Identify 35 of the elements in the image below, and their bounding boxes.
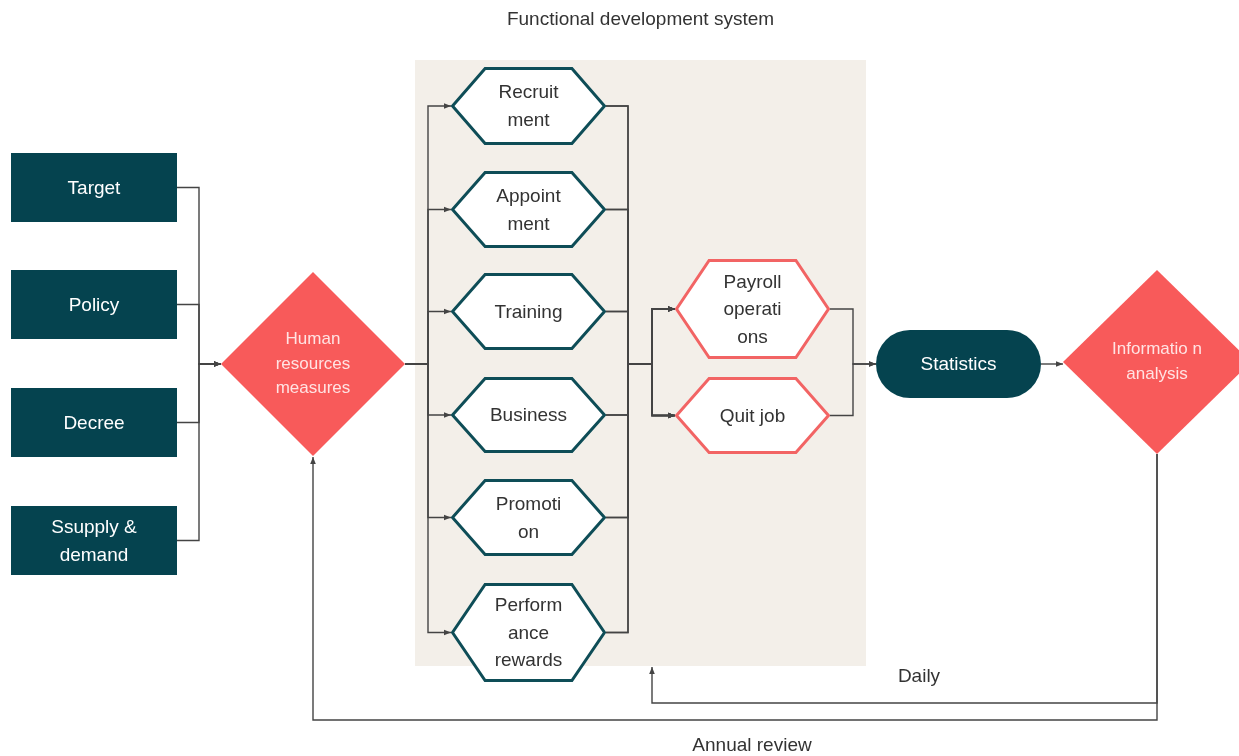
decision-diamond bbox=[221, 272, 405, 456]
node-label: Promoti on bbox=[494, 491, 563, 544]
node-label: Appoint ment bbox=[495, 183, 562, 236]
process-hexagon bbox=[451, 273, 606, 350]
node-label: Payroll operati ons bbox=[722, 269, 783, 349]
connector-arrow bbox=[310, 453, 1158, 721]
panel-title: Functional development system bbox=[505, 8, 776, 30]
node-label: Training bbox=[494, 299, 563, 324]
process-box bbox=[11, 506, 177, 575]
process-hexagon bbox=[451, 67, 606, 145]
process-box bbox=[11, 270, 177, 339]
node-label: Human resources measures bbox=[274, 328, 352, 400]
process-hexagon bbox=[451, 377, 606, 453]
process-hexagon bbox=[675, 377, 830, 454]
connector-arrow bbox=[176, 361, 222, 542]
process-hexagon bbox=[451, 583, 606, 682]
node-label: Recruit ment bbox=[497, 80, 560, 132]
node-label: Target bbox=[67, 175, 121, 200]
process-hexagon bbox=[675, 259, 830, 359]
node-label: Ssupply & demand bbox=[50, 514, 138, 567]
connector-arrow bbox=[829, 361, 877, 417]
node-label: Quit job bbox=[719, 403, 786, 428]
node-label: Decree bbox=[63, 410, 125, 435]
process-box bbox=[11, 388, 177, 457]
node-label: Business bbox=[489, 403, 568, 428]
node-label: Perform ance rewards bbox=[493, 593, 564, 673]
connector-arrow bbox=[1040, 361, 1064, 367]
process-box bbox=[11, 153, 177, 222]
process-hexagon bbox=[451, 479, 606, 556]
node-label: Statistics bbox=[920, 352, 997, 377]
node-label: Policy bbox=[68, 292, 120, 317]
connector-arrow bbox=[605, 363, 676, 634]
process-hexagon bbox=[451, 171, 606, 248]
decision-diamond bbox=[1063, 270, 1239, 454]
node-label: Informatio n analysis bbox=[1111, 338, 1203, 385]
